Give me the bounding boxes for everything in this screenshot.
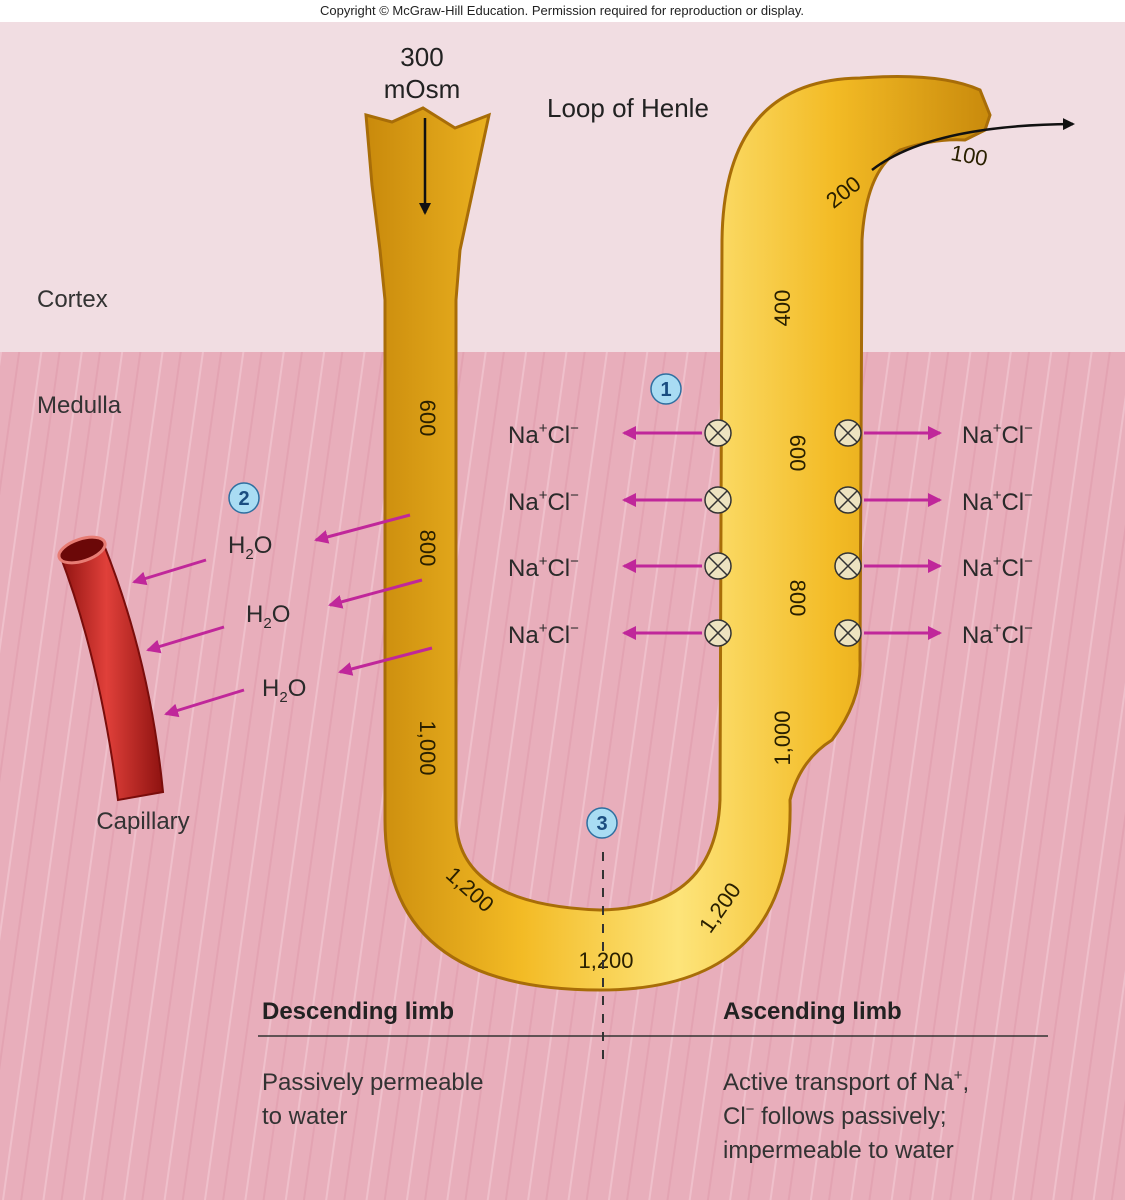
- diagram-title: Loop of Henle: [547, 93, 709, 123]
- ascending-desc-line3: impermeable to water: [723, 1137, 954, 1164]
- ascending-limb-heading: Ascending limb: [723, 998, 902, 1025]
- ascending-value-600: 600: [785, 435, 810, 472]
- descending-limb-heading: Descending limb: [262, 998, 454, 1025]
- ascending-value-1000: 1,000: [770, 710, 795, 765]
- ion-row: Na+Cl− Na+Cl−: [508, 486, 1033, 516]
- nacl-right-label: Na+Cl−: [962, 420, 1033, 449]
- capillary-opening: [57, 535, 107, 565]
- capillary-label: Capillary: [96, 808, 189, 835]
- bottom-value-1200: 1,200: [578, 948, 633, 973]
- ion-row: Na+Cl− Na+Cl−: [508, 552, 1033, 582]
- nacl-left-label: Na+Cl−: [508, 553, 579, 582]
- descending-value-800: 800: [415, 530, 440, 567]
- water-capillary-arrow: [132, 558, 207, 586]
- cortex-region: [0, 22, 1125, 352]
- water-capillary-arrow: [164, 688, 245, 718]
- capillary: [57, 535, 165, 802]
- water-exit-arrow: [338, 646, 433, 676]
- descending-desc-line1: Passively permeable: [262, 1069, 483, 1096]
- water-label: H2O: [246, 601, 290, 632]
- step-2-number: 2: [238, 488, 249, 510]
- step-1-number: 1: [660, 379, 671, 401]
- ion-row: Na+Cl− Na+Cl−: [508, 419, 1033, 449]
- ascending-value-800: 800: [785, 580, 810, 617]
- water-exit-arrow: [328, 578, 423, 609]
- ascending-value-400: 400: [770, 290, 795, 327]
- water-label: H2O: [228, 532, 272, 563]
- step-marker-2: 2: [228, 482, 260, 514]
- nacl-right-label: Na+Cl−: [962, 620, 1033, 649]
- water-capillary-arrow: [146, 625, 225, 654]
- nacl-left-label: Na+Cl−: [508, 620, 579, 649]
- capillary-vessel: [58, 543, 165, 802]
- nacl-right-label: Na+Cl−: [962, 553, 1033, 582]
- ascending-desc-line1: Active transport of Na+,: [723, 1067, 969, 1096]
- step-marker-1: 1: [650, 373, 682, 405]
- input-osmolarity-unit: mOsm: [384, 74, 461, 104]
- nacl-left-label: Na+Cl−: [508, 487, 579, 516]
- nacl-right-label: Na+Cl−: [962, 487, 1033, 516]
- ion-transport: Na+Cl− Na+Cl− Na+Cl− Na+Cl− Na+Cl−: [508, 419, 1033, 649]
- cortex-label: Cortex: [37, 286, 108, 313]
- ion-row: Na+Cl− Na+Cl−: [508, 619, 1033, 649]
- output-flow-arrow: [871, 118, 1075, 171]
- water-labels: H2O H2O H2O: [228, 532, 306, 706]
- descending-desc-line2: to water: [262, 1103, 347, 1130]
- water-arrows: [132, 513, 433, 718]
- water-exit-arrow: [314, 513, 411, 544]
- copyright-notice: Copyright © McGraw-Hill Education. Permi…: [320, 3, 804, 18]
- step-3-number: 3: [596, 813, 607, 835]
- descending-value-600: 600: [415, 400, 440, 437]
- water-label: H2O: [262, 675, 306, 706]
- nacl-left-label: Na+Cl−: [508, 420, 579, 449]
- header-strip: [0, 0, 1125, 22]
- input-osmolarity-value: 300: [400, 42, 443, 72]
- step-marker-3: 3: [586, 807, 618, 839]
- descending-value-1000: 1,000: [415, 720, 440, 775]
- medulla-label: Medulla: [37, 392, 122, 419]
- ascending-desc-line2: Cl− follows passively;: [723, 1101, 947, 1130]
